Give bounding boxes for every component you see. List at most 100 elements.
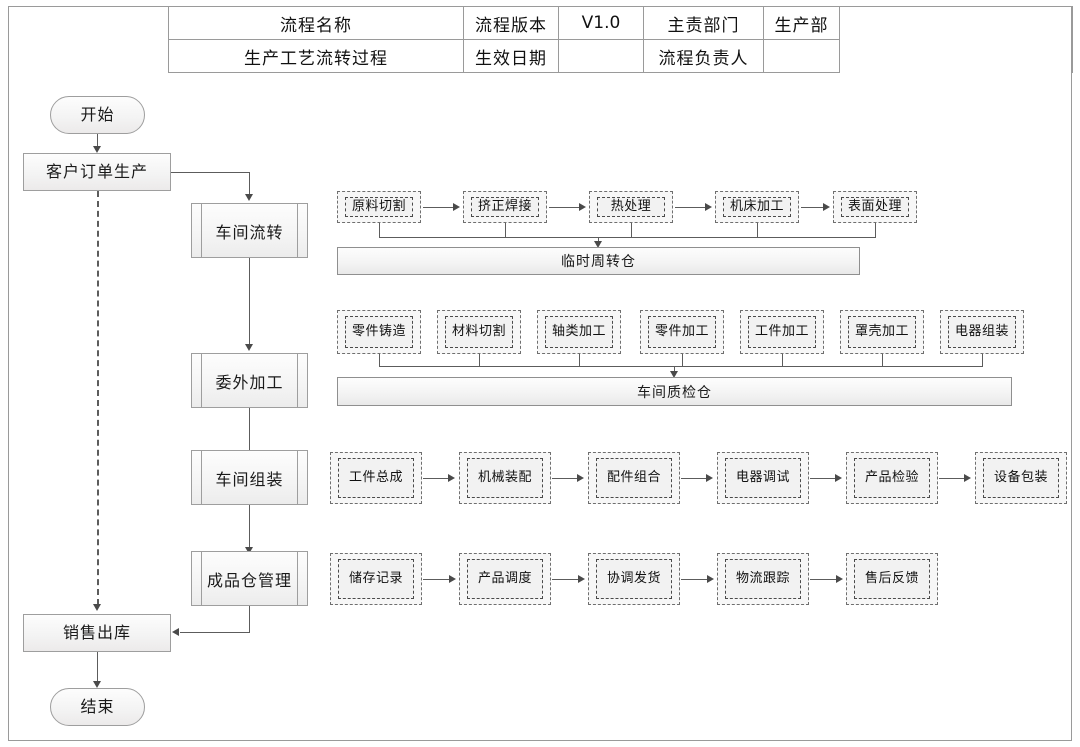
header-label-process-version: 流程版本 <box>463 6 559 40</box>
collector-row2-drop-6 <box>982 354 983 367</box>
task-row1-2-label: 热处理 <box>597 197 665 217</box>
arrowhead-order-to-sales <box>93 604 101 611</box>
connector-stage4-to-sales-h <box>180 632 250 633</box>
task-row4-3-label: 物流跟踪 <box>725 559 801 599</box>
arrowhead-stage3-to-stage4 <box>245 547 253 554</box>
arrowhead-row4-1-2 <box>578 575 585 583</box>
connector-order-to-stage1-h <box>171 172 250 173</box>
node-end-label: 结束 <box>80 696 115 716</box>
task-row1-0-label: 原料切割 <box>345 197 413 217</box>
connector-stage2-to-stage3 <box>249 408 250 457</box>
arrowhead-row3-2-3 <box>706 474 713 482</box>
node-stage-workshop-transfer-label: 车间流转 <box>215 222 284 242</box>
connector-order-to-sales-dashed <box>97 191 99 605</box>
header-table: 流程名称 流程版本 V1.0 主责部门 生产部 生产工艺流转过程 生效日期 流程… <box>8 6 1073 73</box>
task-row1-2[interactable]: 热处理 <box>589 191 673 223</box>
task-row2-5[interactable]: 罩壳加工 <box>840 310 924 354</box>
arrowhead-row3-4-5 <box>964 474 971 482</box>
task-row3-1-label: 机械装配 <box>467 458 543 498</box>
store-workshop-qc[interactable]: 车间质检仓 <box>337 377 1012 406</box>
collector-row2-drop-5 <box>882 354 883 367</box>
node-stage-outsourced-processing[interactable]: 委外加工 <box>191 353 308 408</box>
arrowhead-row1-1-2 <box>579 203 586 211</box>
predef-left-bar-4 <box>201 552 202 605</box>
node-sales-outbound[interactable]: 销售出库 <box>23 614 171 652</box>
node-end[interactable]: 结束 <box>50 688 145 726</box>
task-row3-4[interactable]: 产品检验 <box>846 452 938 504</box>
node-stage-outsourced-processing-label: 委外加工 <box>215 372 284 392</box>
header-row-2: 生产工艺流转过程 生效日期 流程负责人 <box>8 39 1073 73</box>
header-row-1: 流程名称 流程版本 V1.0 主责部门 生产部 <box>8 6 1073 40</box>
task-row2-2-label: 轴类加工 <box>545 316 613 348</box>
collector-row1-drop-3 <box>757 223 758 238</box>
task-row4-3[interactable]: 物流跟踪 <box>717 553 809 605</box>
header-cell-empty-left-2 <box>8 39 169 73</box>
task-row3-3[interactable]: 电器调试 <box>717 452 809 504</box>
task-row4-2-label: 协调发货 <box>596 559 672 599</box>
arrowhead-row4-2-3 <box>707 575 714 583</box>
task-row4-4-label: 售后反馈 <box>854 559 930 599</box>
header-label-process-owner: 流程负责人 <box>643 39 764 73</box>
task-row1-0[interactable]: 原料切割 <box>337 191 421 223</box>
task-row3-1[interactable]: 机械装配 <box>459 452 551 504</box>
arrowhead-start-to-order <box>93 146 101 153</box>
task-row2-5-label: 罩壳加工 <box>848 316 916 348</box>
task-row1-4[interactable]: 表面处理 <box>833 191 917 223</box>
connector-stage4-to-sales-v <box>249 606 250 633</box>
task-row2-6[interactable]: 电器组装 <box>940 310 1024 354</box>
task-row4-2[interactable]: 协调发货 <box>588 553 680 605</box>
store-temp-transfer-label: 临时周转仓 <box>561 254 636 270</box>
task-row2-0[interactable]: 零件铸造 <box>337 310 421 354</box>
node-start-label: 开始 <box>80 104 115 124</box>
arrowhead-row1-3-4 <box>823 203 830 211</box>
task-row2-0-label: 零件铸造 <box>345 316 413 348</box>
task-row2-1-label: 材料切割 <box>445 316 513 348</box>
arrowhead-order-to-stage1 <box>245 194 253 201</box>
task-row4-4[interactable]: 售后反馈 <box>846 553 938 605</box>
task-row2-2[interactable]: 轴类加工 <box>537 310 621 354</box>
header-cell-empty-right-2 <box>839 39 1073 73</box>
collector-row2-drop-4 <box>782 354 783 367</box>
task-row4-0-label: 储存记录 <box>338 559 414 599</box>
connector-row3-4-5 <box>939 478 966 479</box>
task-row4-1[interactable]: 产品调度 <box>459 553 551 605</box>
connector-row4-1-2 <box>552 579 580 580</box>
task-row2-6-label: 电器组装 <box>948 316 1016 348</box>
task-row1-3[interactable]: 机床加工 <box>715 191 799 223</box>
store-temp-transfer[interactable]: 临时周转仓 <box>337 247 860 275</box>
predef-left-bar-1 <box>201 204 202 257</box>
header-value-process-version: V1.0 <box>558 6 644 40</box>
arrowhead-row1-2-3 <box>705 203 712 211</box>
task-row1-1-label: 挤正焊接 <box>471 197 539 217</box>
task-row2-4[interactable]: 工件加工 <box>740 310 824 354</box>
header-cell-empty-left <box>8 6 169 40</box>
node-start[interactable]: 开始 <box>50 96 145 134</box>
predef-right-bar-2 <box>297 354 298 407</box>
connector-row1-0-1 <box>423 207 455 208</box>
arrowhead-row1-0-1 <box>453 203 460 211</box>
connector-row1-3-4 <box>801 207 825 208</box>
task-row2-3[interactable]: 零件加工 <box>640 310 724 354</box>
task-row4-0[interactable]: 储存记录 <box>330 553 422 605</box>
node-customer-order-label: 客户订单生产 <box>45 161 148 181</box>
task-row3-2-label: 配件组合 <box>596 458 672 498</box>
task-row3-5[interactable]: 设备包装 <box>975 452 1067 504</box>
connector-row4-3-4 <box>810 579 838 580</box>
task-row1-1[interactable]: 挤正焊接 <box>463 191 547 223</box>
collector-row1-drop-4 <box>875 223 876 238</box>
task-row1-3-label: 机床加工 <box>723 197 791 217</box>
node-stage-finished-goods-warehouse[interactable]: 成品仓管理 <box>191 551 308 606</box>
node-stage-workshop-assembly[interactable]: 车间组装 <box>191 450 308 505</box>
task-row3-0[interactable]: 工件总成 <box>330 452 422 504</box>
arrowhead-row3-0-1 <box>448 474 455 482</box>
node-customer-order[interactable]: 客户订单生产 <box>23 153 171 191</box>
collector-row1-drop-1 <box>505 223 506 238</box>
node-stage-workshop-transfer[interactable]: 车间流转 <box>191 203 308 258</box>
collector-row2-bus <box>379 366 983 367</box>
connector-stage1-to-stage2 <box>249 258 250 345</box>
task-row3-2[interactable]: 配件组合 <box>588 452 680 504</box>
task-row3-3-label: 电器调试 <box>725 458 801 498</box>
task-row2-1[interactable]: 材料切割 <box>437 310 521 354</box>
connector-order-to-stage1-v <box>249 172 250 194</box>
